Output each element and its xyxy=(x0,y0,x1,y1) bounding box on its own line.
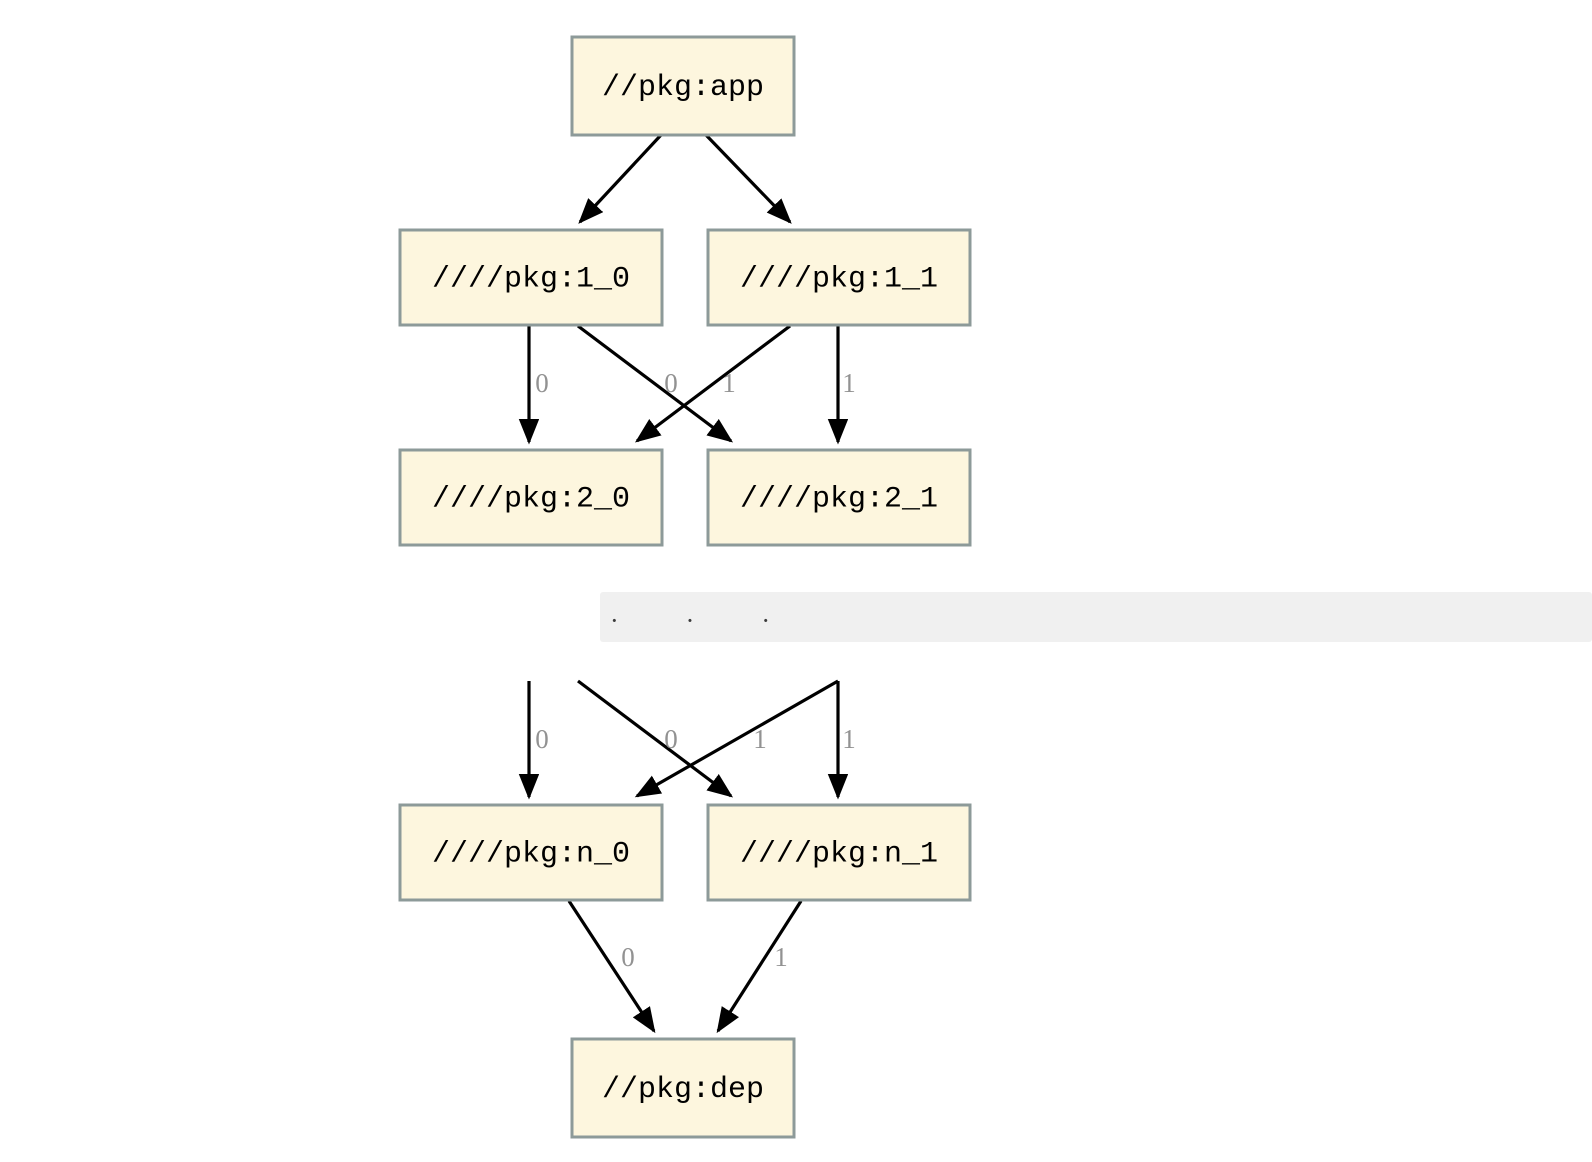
edge-label: 1 xyxy=(753,724,767,754)
node-label: ////pkg:2_1 xyxy=(740,482,938,516)
edge-label: 1 xyxy=(842,724,856,754)
edge-upstream-to-nn_1 xyxy=(577,679,734,798)
edge-upstream-to-nn_0 xyxy=(634,679,839,798)
edge-label: 0 xyxy=(664,368,678,398)
ellipsis-separator-band xyxy=(600,592,1592,642)
edge-app-to-n1_1 xyxy=(704,133,792,224)
node-label: ////pkg:1_1 xyxy=(740,262,938,296)
edge-nn_1-to-dep xyxy=(716,900,803,1034)
node-box[interactable] xyxy=(706,803,972,902)
edge-n1_1-to-n2_0 xyxy=(634,324,791,443)
node-box[interactable] xyxy=(706,448,972,547)
edge-label: 0 xyxy=(535,724,549,754)
edge-labels-layer: 0 0 1 1 0 0 1 1 0 1 xyxy=(535,368,856,972)
node-label: ////pkg:n_1 xyxy=(740,837,938,871)
edge-label: 1 xyxy=(722,368,736,398)
node-nn_1[interactable]: ////pkg:n_1 xyxy=(706,803,972,902)
node-n1_1[interactable]: ////pkg:1_1 xyxy=(706,228,972,327)
edge-n1_0-to-n2_1 xyxy=(577,324,734,443)
edge-label: 1 xyxy=(842,368,856,398)
node-nn_0[interactable]: ////pkg:n_0 xyxy=(398,803,664,902)
nodes-layer: //pkg:app ////pkg:1_0 ////pkg:1_1 ////pkg:2… xyxy=(398,35,972,1139)
node-box[interactable] xyxy=(398,448,664,547)
node-dep[interactable]: //pkg:dep xyxy=(570,1037,796,1139)
node-n2_1[interactable]: ////pkg:2_1 xyxy=(706,448,972,547)
node-box[interactable] xyxy=(398,228,664,327)
node-n1_0[interactable]: ////pkg:1_0 xyxy=(398,228,664,327)
edge-label: 0 xyxy=(664,724,678,754)
edge-nn_0-to-dep xyxy=(567,900,656,1034)
node-box[interactable] xyxy=(706,228,972,327)
node-box[interactable] xyxy=(570,35,796,137)
edge-label: 1 xyxy=(774,942,788,972)
edge-app-to-n1_0 xyxy=(578,133,663,224)
node-label: ////pkg:n_0 xyxy=(432,837,630,871)
node-n2_0[interactable]: ////pkg:2_0 xyxy=(398,448,664,547)
edge-label: 0 xyxy=(621,942,635,972)
node-app[interactable]: //pkg:app xyxy=(570,35,796,137)
ellipsis-dots: · · · xyxy=(610,606,788,635)
node-box[interactable] xyxy=(570,1037,796,1139)
node-label: //pkg:dep xyxy=(602,1073,764,1107)
node-box[interactable] xyxy=(398,803,664,902)
edge-label: 0 xyxy=(535,368,549,398)
node-label: ////pkg:1_0 xyxy=(432,262,630,296)
edges-layer xyxy=(518,133,849,1034)
node-label: ////pkg:2_0 xyxy=(432,482,630,516)
node-label: //pkg:app xyxy=(602,71,764,105)
